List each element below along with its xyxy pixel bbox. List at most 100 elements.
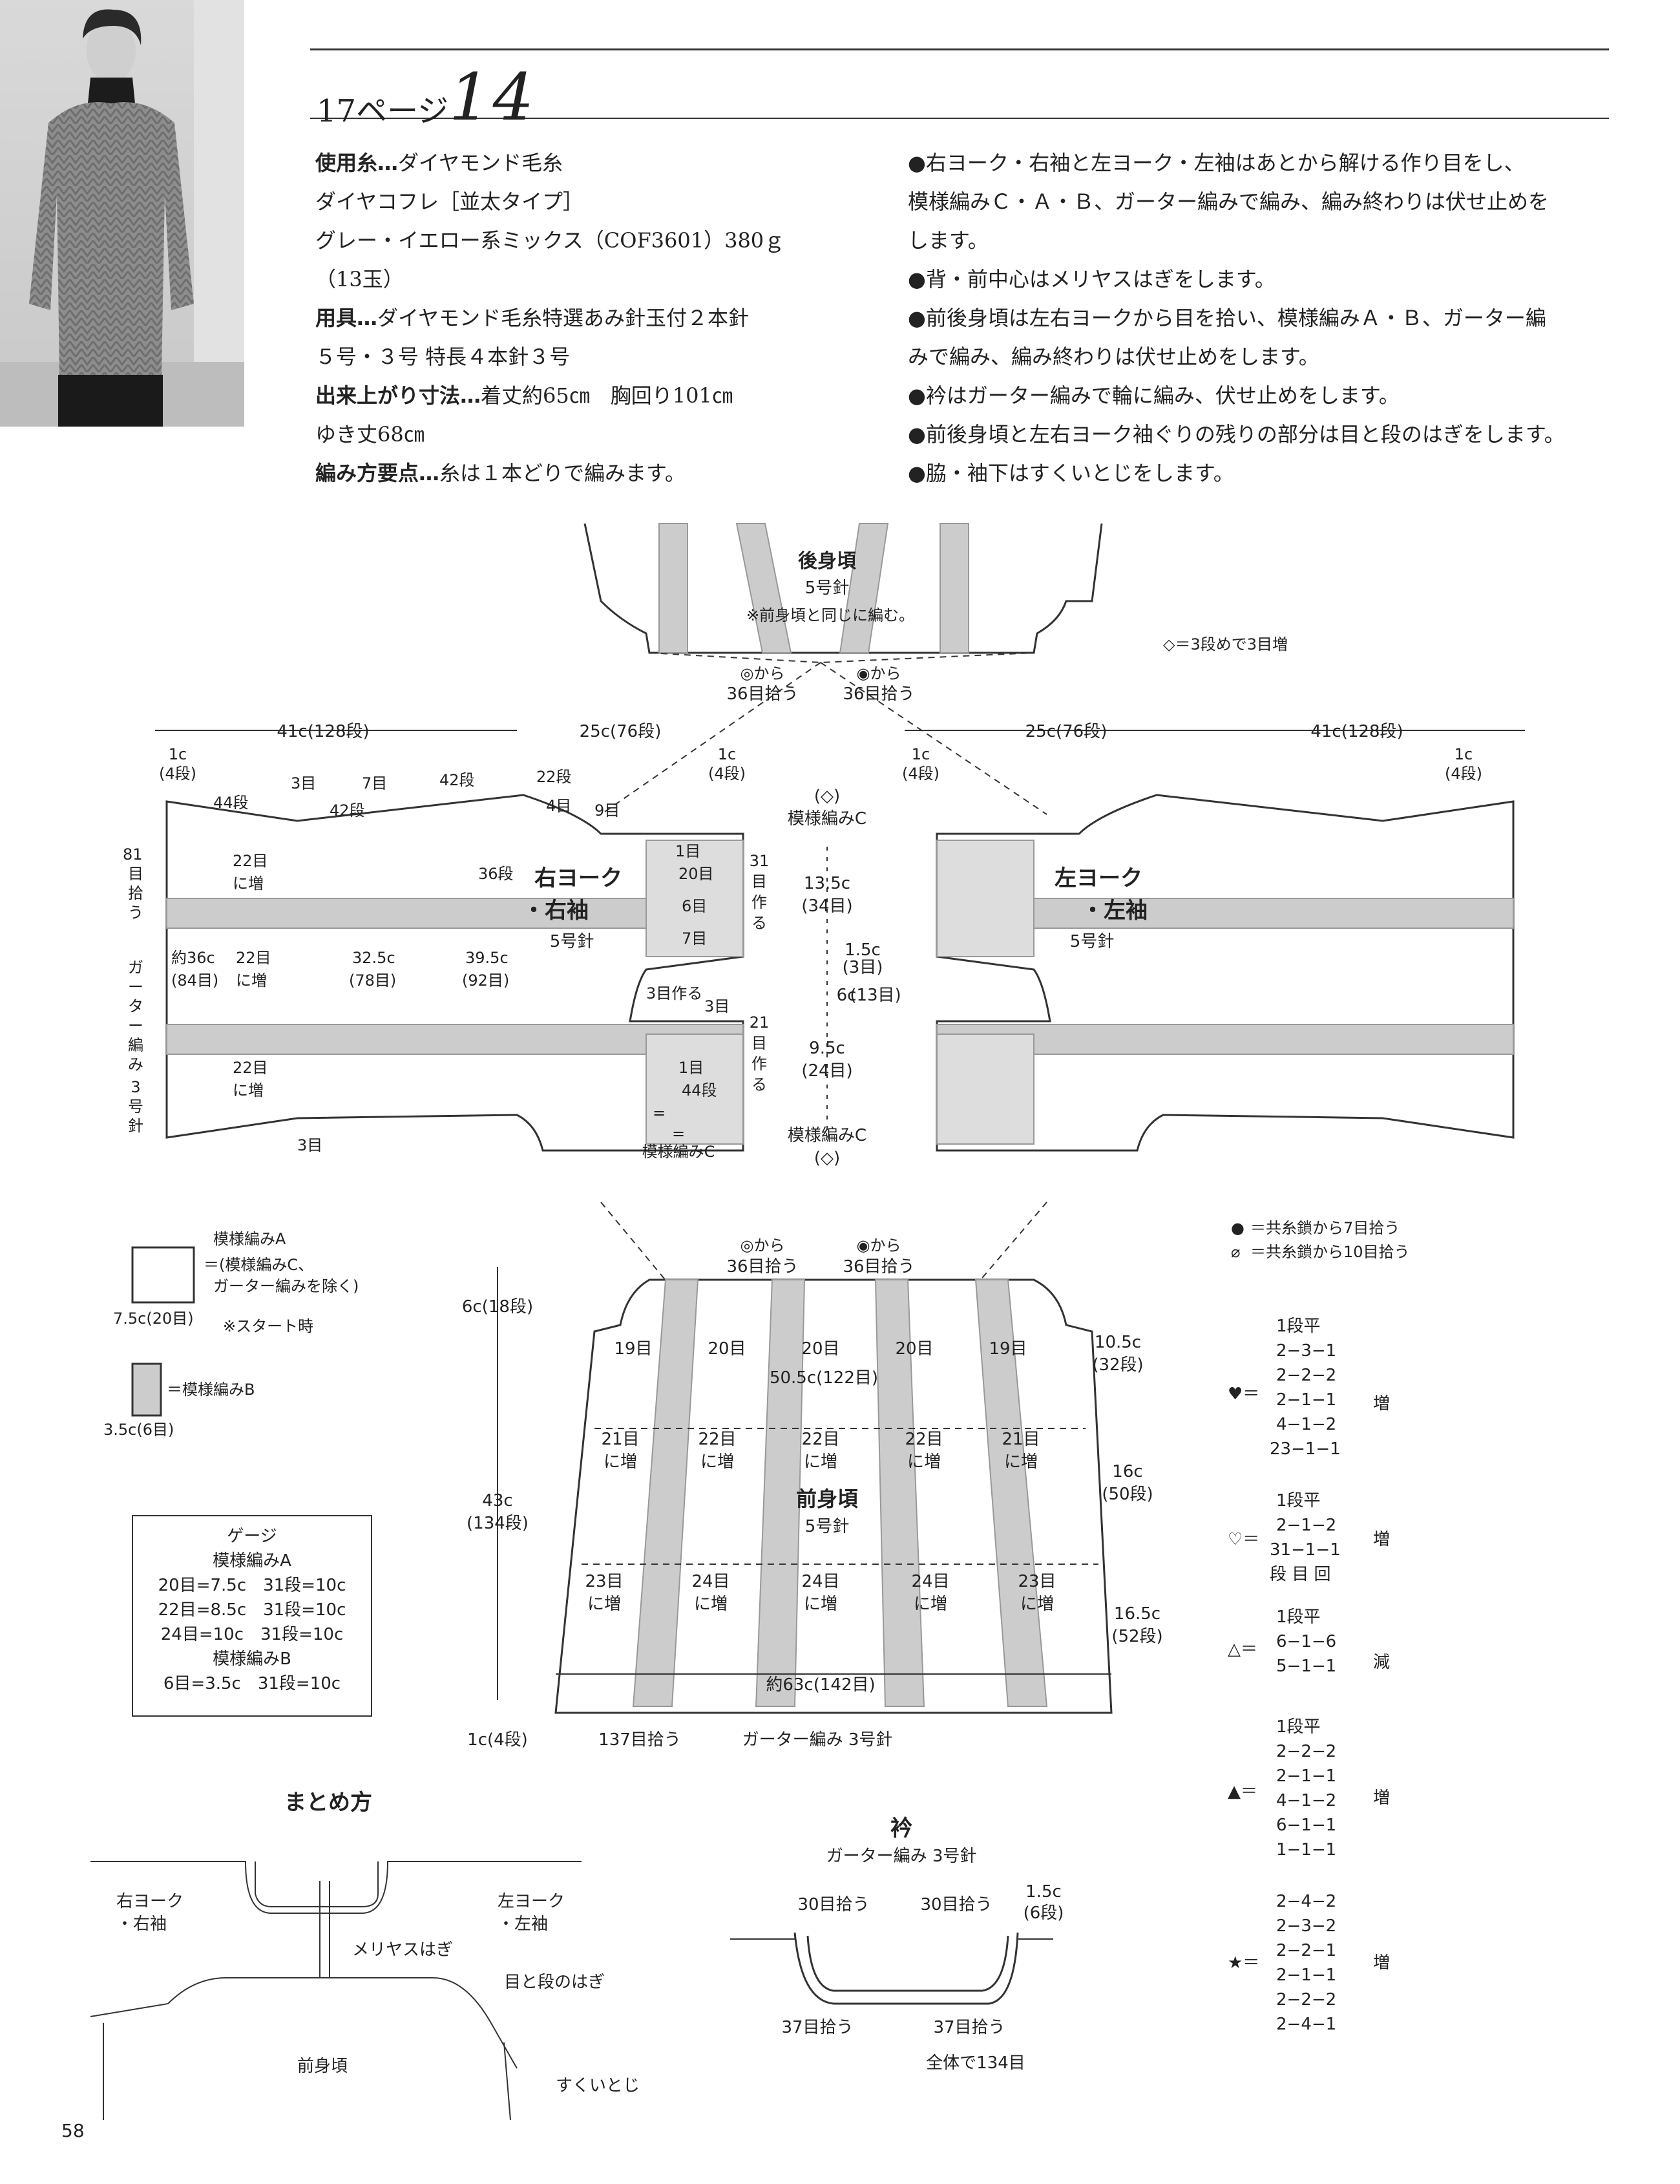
front-row-top: 20目 [801,1339,839,1359]
center-dim: (13目) [850,986,901,1005]
front-right-dim: (50段) [1102,1485,1153,1504]
pickup-front-right-count: 36目拾う [843,1257,914,1277]
rule-line: 5−1−1 [1276,1657,1336,1676]
item-number: 14 [449,59,537,135]
left-yoke-length: 25c(76段) [1025,722,1108,741]
instruction-line: みで編み、編み終わりは伏せ止めをします。 [908,345,1319,369]
collar-text: 衿 ガーター編み 3号針 30目拾う 30目拾う 1.5c (6段) 37目拾う… [781,1816,1064,2073]
rule-line: 2−1−2 [1276,1516,1336,1535]
sleeve-label: 編 [128,1036,143,1054]
rule-symbol: ♡＝ [1228,1530,1259,1549]
page-header: 17ページ 14 [310,45,1609,135]
right-sleeve-labels: 44段 3目 7目 42段 22段 4目 9目 42段 22目 に増 81 目 … [123,768,730,1154]
top-rows-left: (4段) [902,765,940,783]
rule-symbol: ★＝ [1228,1953,1259,1973]
collar-label: 37目拾う [781,2018,853,2037]
materials-line: 用具…ダイヤモンド毛糸特選あみ針玉付２本針 [315,306,750,330]
front-body-height: 43c [482,1491,512,1511]
assembly-label: 前身頃 [297,2057,348,2076]
chain-notes: ● ＝共糸鎖から7目拾う ⌀ ＝共糸鎖から10目拾う [1231,1219,1410,1261]
sleeve-label: 81 [123,845,143,864]
rule-line: 2−4−1 [1276,2015,1336,2034]
front-row-top: 20目 [708,1339,746,1359]
sleeve-label: 作 [751,1055,767,1073]
sleeve-label: 36段 [478,865,514,883]
front-row-low: 24目 [691,1572,730,1591]
left-sleeve-length: 41c(128段) [1310,722,1403,741]
legend: 模様編みA ＝(模様編みC、 ガーター編みを除く) 7.5c(20目) ※スター… [103,1230,359,1439]
front-body-shape [554,1278,1113,1714]
sleeve-label: に増 [233,875,264,893]
diamond-note: ◇＝3段めで3目増 [1163,635,1288,653]
materials-line: 出来上がり寸法…着丈約65㎝ 胸回り101㎝ [315,383,733,408]
rule-line: 1−1−1 [1276,1840,1336,1860]
gauge-text: ゲージ 模様編みA 20目=7.5c 31段=10c 22目=8.5c 31段=… [158,1527,346,1693]
sleeve-label: 7目 [682,929,707,948]
pickup-top-left-from: ◎から [740,664,785,683]
collar-label: 30目拾う [920,1895,992,1914]
center-dim: 6c [837,986,857,1005]
front-right-dim: 16c [1112,1462,1142,1481]
gauge-line: 6目=3.5c 31段=10c [163,1674,341,1693]
sleeve-label: 3目作る [646,984,702,1002]
sleeve-label: 22目 [233,1059,268,1077]
instruction-line: ●右ヨーク・右袖と左ヨーク・左袖はあとから解ける作り目をし、 [908,151,1525,175]
rule-line: 2−4−2 [1276,1892,1336,1911]
pickup-front-left-from: ◎から [740,1236,785,1255]
rule-symbol: ▲＝ [1228,1782,1257,1801]
right-sleeve-length: 41c(128段) [277,722,369,741]
rule-line: 4−1−2 [1276,1415,1336,1434]
front-right-dim: 10.5c [1095,1333,1141,1352]
sleeve-label: 約36c [171,949,215,967]
sleeve-label: 3目 [704,997,730,1015]
materials-line: ゆき丈68㎝ [315,422,425,447]
assembly-label: ・右袖 [116,1914,167,1934]
front-body-labels: 前身頃 5号針 6c(18段) 43c (134段) 1c(4段) 10.5c … [462,1297,1163,1750]
sleeve-label: 22目 [236,949,271,967]
materials-line: ダイヤコフレ［並太タイプ］ [315,189,584,214]
center-dim: (34目) [801,896,852,916]
sleeve-label: 目 [128,865,143,883]
pickup-top-right-from: ◉から [857,664,901,683]
sleeve-label: 3 [131,1078,140,1096]
sleeve-label: 3目 [291,774,316,792]
legend-a-start: ※スタート時 [223,1317,313,1335]
cuff-rows: (4段) [159,765,196,783]
legend-b-size: 3.5c(6目) [103,1421,174,1439]
center-dim: (24目) [801,1061,852,1081]
sleeve-label: 作 [751,893,767,911]
front-incr: に増 [694,1595,728,1614]
sleeve-label: 31 [750,852,770,870]
collar-label: 30目拾う [797,1895,869,1914]
assembly-label: ・左袖 [498,1914,548,1934]
front-row-mid: 22目 [905,1430,943,1449]
sleeve-label: = [653,1104,666,1122]
back-body-note: ※前身頃と同じに編む。 [746,606,914,624]
left-yoke-sleeve-shape [936,794,1515,1152]
front-row-top: 20目 [895,1339,933,1359]
right-yoke-title: 右ヨーク [534,865,622,891]
cuff-width-left: 1c [1454,745,1473,763]
sleeve-label: 拾 [128,884,143,902]
front-top-height: 6c(18段) [462,1297,533,1317]
front-row-mid: 21目 [601,1430,639,1449]
sleeve-label: 6目 [682,897,707,915]
sleeve-label: (84目) [171,971,218,990]
front-row-low: 23目 [1018,1572,1056,1591]
instruction-line: ●前後身頃と左右ヨーク袖ぐりの残りの部分は目と段のはぎをします。 [908,422,1565,447]
chain-note-bullet: ● [1231,1219,1244,1237]
collar-label: 37目拾う [933,2018,1005,2037]
front-row-mid: 22目 [801,1430,839,1449]
sleeve-label: (92目) [462,971,509,990]
right-yoke-sleeve-shape [165,794,744,1152]
sleeve-label: に増 [233,1081,264,1099]
chain-note: ＝共糸鎖から10目拾う [1250,1243,1410,1261]
instructions-list: ●右ヨーク・右袖と左ヨーク・左袖はあとから解ける作り目をし、 模様編みＣ・Ａ・Ｂ… [908,143,1651,493]
sleeve-label: 7目 [362,774,387,792]
front-incr: に増 [914,1595,947,1614]
top-width: 1c [718,745,736,763]
sleeve-label: 44段 [213,794,249,812]
left-sleeve-needle: 5号針 [1070,932,1115,951]
rule-symbol: ♥＝ [1228,1384,1259,1404]
page-label: 17ページ [317,93,449,129]
